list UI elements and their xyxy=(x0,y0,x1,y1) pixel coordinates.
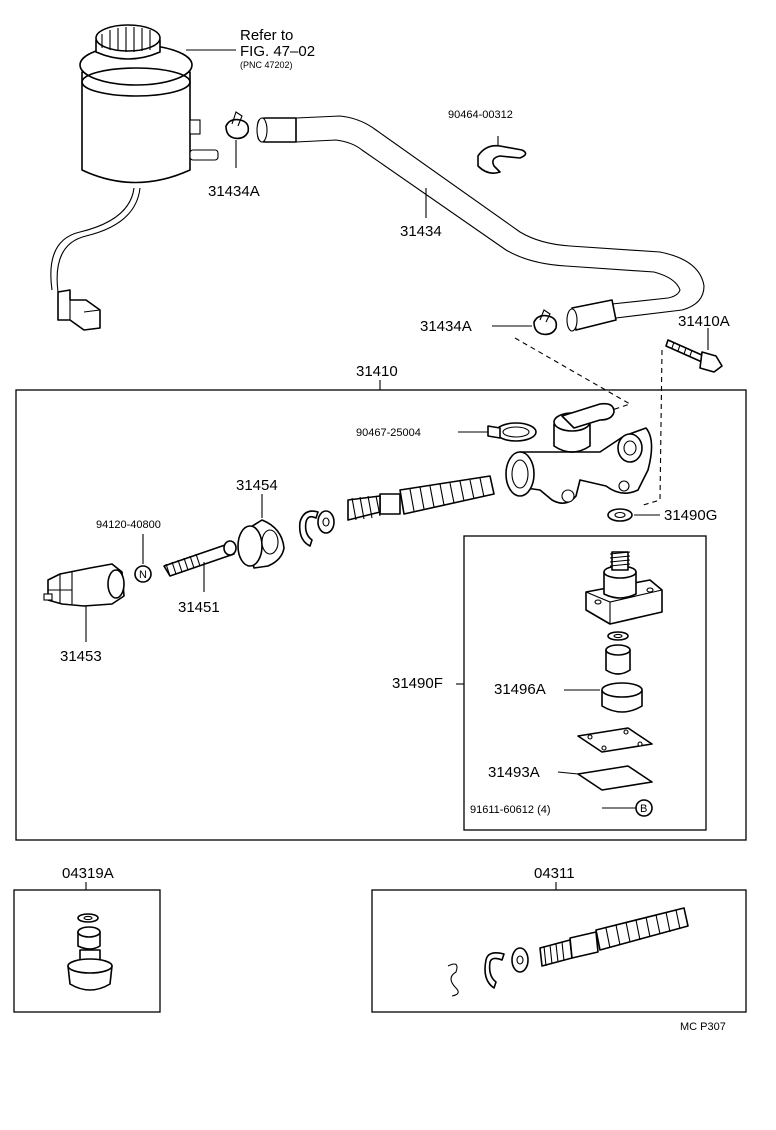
assembly-box-31410 xyxy=(15,389,747,841)
nut-94120: N 94120-40800 xyxy=(96,519,161,583)
reservoir-union xyxy=(585,551,663,625)
label-31410: 31410 xyxy=(356,363,398,380)
hose-clamp-mid: 31434A xyxy=(420,309,558,336)
kit-parts-04319A xyxy=(67,913,113,991)
reservoir-tank xyxy=(50,24,219,331)
screw-91611: B 91611-60612 (4) xyxy=(470,799,653,817)
kit-parts-04311 xyxy=(447,907,689,997)
reservoir-hose: 31434 xyxy=(256,115,705,332)
label-94120-40800: 94120-40800 xyxy=(96,519,161,531)
hose-clamp-90467: 90467-25004 xyxy=(356,422,537,442)
label-31496A: 31496A xyxy=(494,681,546,698)
subassembly-box-31490F xyxy=(463,535,707,831)
hose-clip: 90464-00312 xyxy=(448,109,527,174)
reference-line-3: (PNC 47202) xyxy=(240,60,293,70)
label-04319A: 04319A xyxy=(62,865,114,882)
reference-line-1: Refer to xyxy=(240,27,293,44)
hose-clamp-top: 31434A xyxy=(208,111,260,200)
b-marker: B xyxy=(640,803,647,815)
piston-assembly xyxy=(347,475,495,521)
bolt-leader-dashed xyxy=(639,349,663,507)
snap-ring xyxy=(298,510,319,547)
label-31451: 31451 xyxy=(178,599,220,616)
figure-reference: Refer to FIG. 47–02 (PNC 47202) xyxy=(186,27,315,70)
clevis-31453: 31453 xyxy=(43,563,125,665)
label-31434: 31434 xyxy=(400,223,442,240)
label-90467-25004: 90467-25004 xyxy=(356,427,421,439)
reference-line-2: FIG. 47–02 xyxy=(240,43,315,60)
label-31410A: 31410A xyxy=(678,313,730,330)
bolt-31410A: 31410A xyxy=(665,313,730,373)
label-90464-00312: 90464-00312 xyxy=(448,109,513,121)
master-cylinder-body xyxy=(505,402,653,504)
washer xyxy=(317,510,335,534)
hose-leader-dashed xyxy=(514,337,632,415)
diagram-code: MC P307 xyxy=(680,1021,726,1033)
label-31434A-top: 31434A xyxy=(208,183,260,200)
union-spacer xyxy=(605,644,631,675)
label-31434A-mid: 31434A xyxy=(420,318,472,335)
label-31454: 31454 xyxy=(236,477,278,494)
union-seal xyxy=(607,631,629,641)
label-31453: 31453 xyxy=(60,648,102,665)
label-91611-60612: 91611-60612 (4) xyxy=(470,804,551,816)
push-rod-31451: 31451 xyxy=(163,540,237,616)
washer-31490G: 31490G xyxy=(607,507,717,524)
boot-31454: 31454 xyxy=(236,477,285,569)
label-04311: 04311 xyxy=(534,865,575,882)
gasket-upper xyxy=(577,727,653,753)
n-marker: N xyxy=(139,569,147,581)
grommet-31496A: 31496A xyxy=(494,681,643,713)
label-31493A: 31493A xyxy=(488,764,540,781)
label-31490G: 31490G xyxy=(664,507,717,524)
kit-box-04319A xyxy=(13,889,161,1013)
label-31490F: 31490F xyxy=(392,675,443,692)
cotter-pin xyxy=(447,963,459,997)
kit-box-04311 xyxy=(371,889,747,1013)
gasket-31493A: 31493A xyxy=(488,764,653,791)
